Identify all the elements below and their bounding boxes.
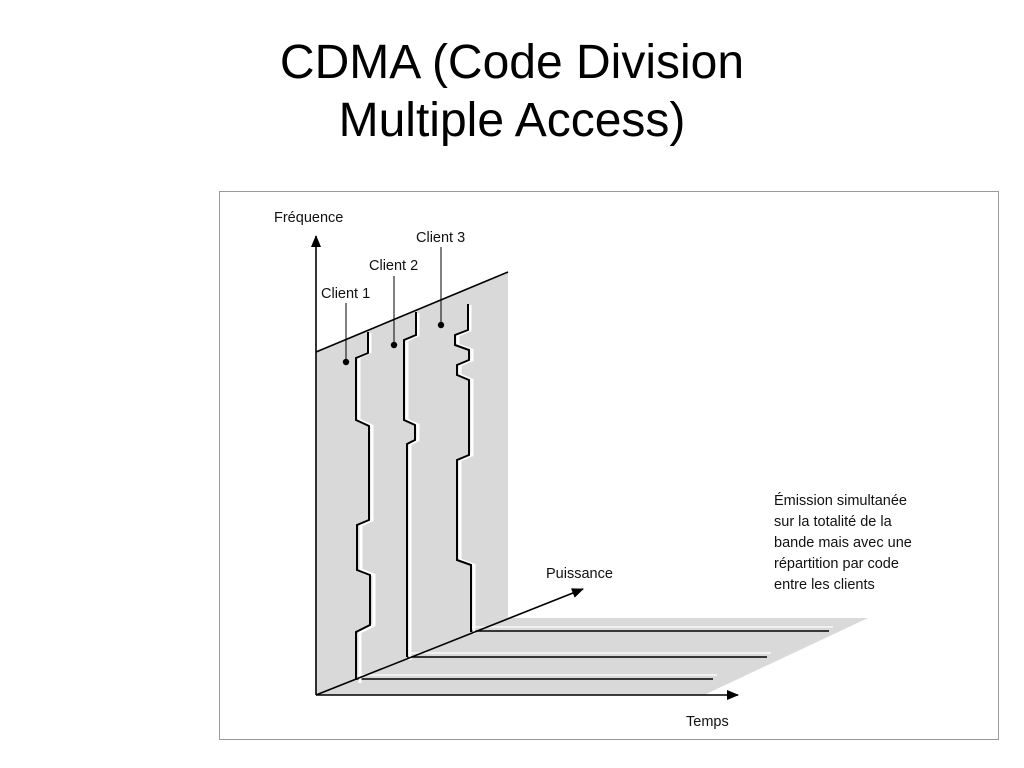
title-line-2: Multiple Access) — [338, 94, 686, 147]
client-1-code-line — [355, 332, 371, 680]
power-axis — [315, 588, 584, 696]
frequency-axis-label: Fréquence — [274, 210, 343, 226]
description-line-5: entre les clients — [774, 577, 875, 593]
description-line-1: Émission simultanée — [774, 492, 907, 509]
description-line-2: sur la totalité de la — [774, 514, 893, 530]
client-3-dot — [437, 321, 445, 329]
description-line-3: bande mais avec une — [774, 535, 912, 551]
time-axis-label: Temps — [686, 714, 729, 730]
slide-title: CDMA (Code Division Multiple Access) — [0, 34, 1024, 150]
frequency-time-plane — [316, 272, 508, 695]
client-1-dot — [342, 358, 350, 366]
power-axis-label: Puissance — [546, 566, 613, 582]
client-2-dot — [390, 341, 398, 349]
description-line-4: répartition par code — [774, 556, 899, 572]
client-2-label: Client 2 — [369, 258, 418, 274]
client-3-code-line — [454, 304, 472, 632]
client-2-code-line — [403, 312, 417, 657]
client-1-label: Client 1 — [321, 286, 370, 302]
plane-top-edge — [315, 271, 509, 353]
title-line-1: CDMA (Code Division — [279, 36, 745, 89]
client-3-code-highlight — [456, 305, 476, 634]
client-3-label: Client 3 — [416, 230, 465, 246]
